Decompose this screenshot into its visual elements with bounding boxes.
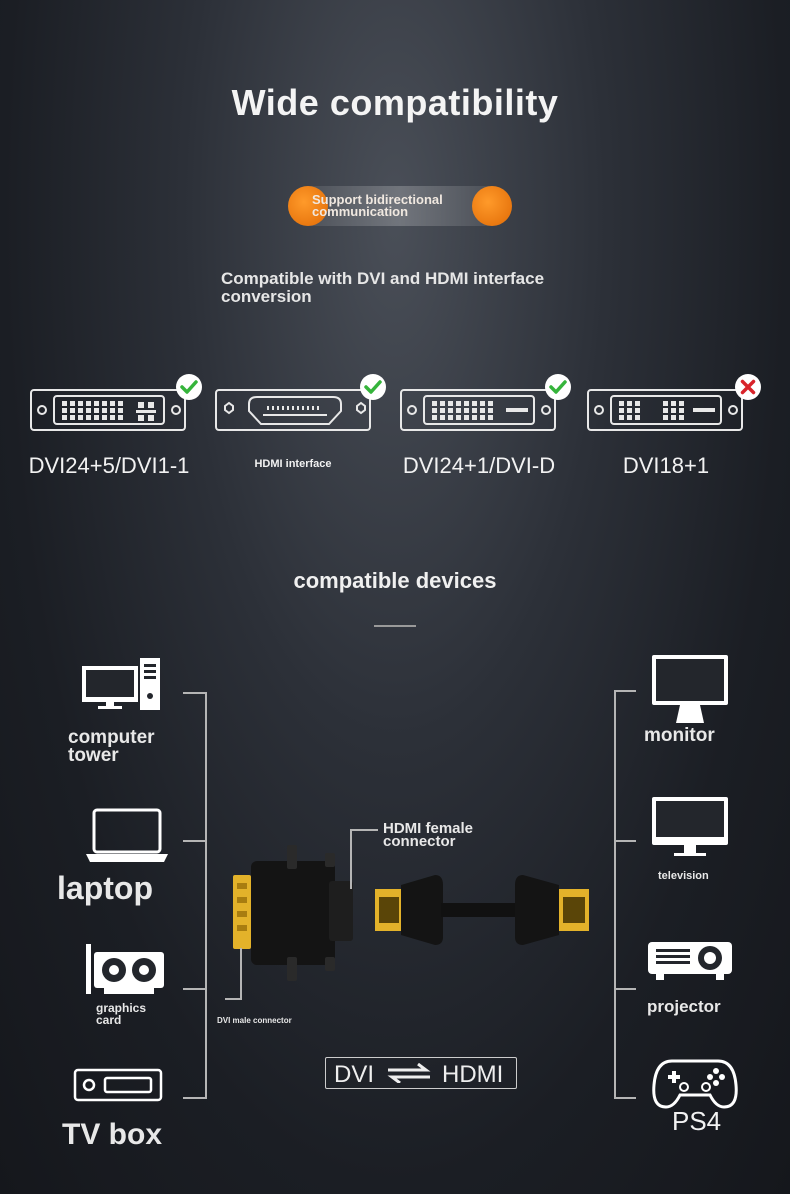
device-label-graphics-card: graphics card bbox=[96, 1001, 147, 1027]
hdmi-port-icon bbox=[215, 389, 371, 431]
page-title: Wide compatibility bbox=[231, 82, 559, 123]
connector-label-hdmi: HDMI interface bbox=[254, 458, 332, 470]
cross-icon bbox=[735, 374, 761, 400]
conversion-hdmi-label: HDMI bbox=[442, 1061, 504, 1088]
computer-tower-icon bbox=[80, 656, 162, 717]
device-label-ps4: PS4 bbox=[672, 1106, 722, 1136]
device-label-computer-tower: computer tower bbox=[68, 727, 155, 766]
device-label-tv-box: TV box bbox=[62, 1118, 163, 1151]
left-tick bbox=[183, 840, 207, 842]
right-bracket-line bbox=[614, 690, 616, 1099]
left-tick bbox=[183, 988, 207, 990]
orange-dot-icon bbox=[472, 186, 512, 226]
television-icon bbox=[650, 795, 730, 864]
dvi-callout-line bbox=[240, 948, 242, 1000]
device-label-projector: projector bbox=[647, 997, 721, 1016]
right-tick bbox=[614, 988, 636, 990]
check-icon bbox=[176, 374, 202, 400]
conversion-dvi-label: DVI bbox=[334, 1061, 375, 1088]
dvi-male-connector-label: DVI male connector bbox=[217, 1016, 292, 1025]
dvi-24-1-icon bbox=[400, 389, 556, 431]
orange-dot-icon bbox=[288, 186, 328, 226]
laptop-icon bbox=[84, 808, 170, 869]
compat-subheading: Compatible with DVI and HDMI interface c… bbox=[221, 269, 545, 306]
devices-title: compatible devices bbox=[293, 568, 497, 593]
graphics-card-icon bbox=[86, 942, 166, 1005]
right-tick bbox=[614, 1097, 636, 1099]
conversion-badge: DVI HDMI bbox=[325, 1057, 517, 1089]
divider bbox=[374, 625, 416, 627]
left-bracket-line bbox=[205, 692, 207, 1098]
left-tick bbox=[183, 1097, 207, 1099]
bidirectional-text: Support bidirectional communication bbox=[312, 192, 443, 219]
left-tick bbox=[183, 692, 207, 694]
connector-label-dvi-18-1: DVI18+1 bbox=[622, 453, 710, 478]
monitor-icon bbox=[650, 653, 730, 732]
dvi-18-1-icon bbox=[587, 389, 743, 431]
gamepad-icon bbox=[652, 1055, 738, 1116]
device-label-television: television bbox=[658, 870, 709, 882]
check-icon bbox=[360, 374, 386, 400]
dvi-24-5-icon bbox=[30, 389, 186, 431]
adapter-illustration bbox=[225, 845, 595, 1010]
check-icon bbox=[545, 374, 571, 400]
hdmi-female-connector-label: HDMI female connector bbox=[383, 820, 474, 850]
bidirectional-badge: Support bidirectional communication bbox=[288, 186, 512, 226]
tv-box-icon bbox=[73, 1068, 163, 1107]
connector-label-dvi-24-5: DVI24+5/DVI1-1 bbox=[28, 453, 190, 478]
projector-icon bbox=[646, 940, 734, 987]
hdmi-callout-line bbox=[350, 829, 378, 831]
dvi-callout-line bbox=[225, 998, 242, 1000]
right-tick bbox=[614, 840, 636, 842]
right-tick bbox=[614, 690, 636, 692]
connector-label-dvi-24-1: DVI24+1/DVI-D bbox=[402, 453, 556, 478]
bidirectional-arrow-icon bbox=[387, 1063, 431, 1083]
device-label-monitor: monitor bbox=[644, 725, 715, 746]
device-label-laptop: laptop bbox=[57, 870, 153, 906]
hdmi-callout-line bbox=[350, 829, 352, 889]
